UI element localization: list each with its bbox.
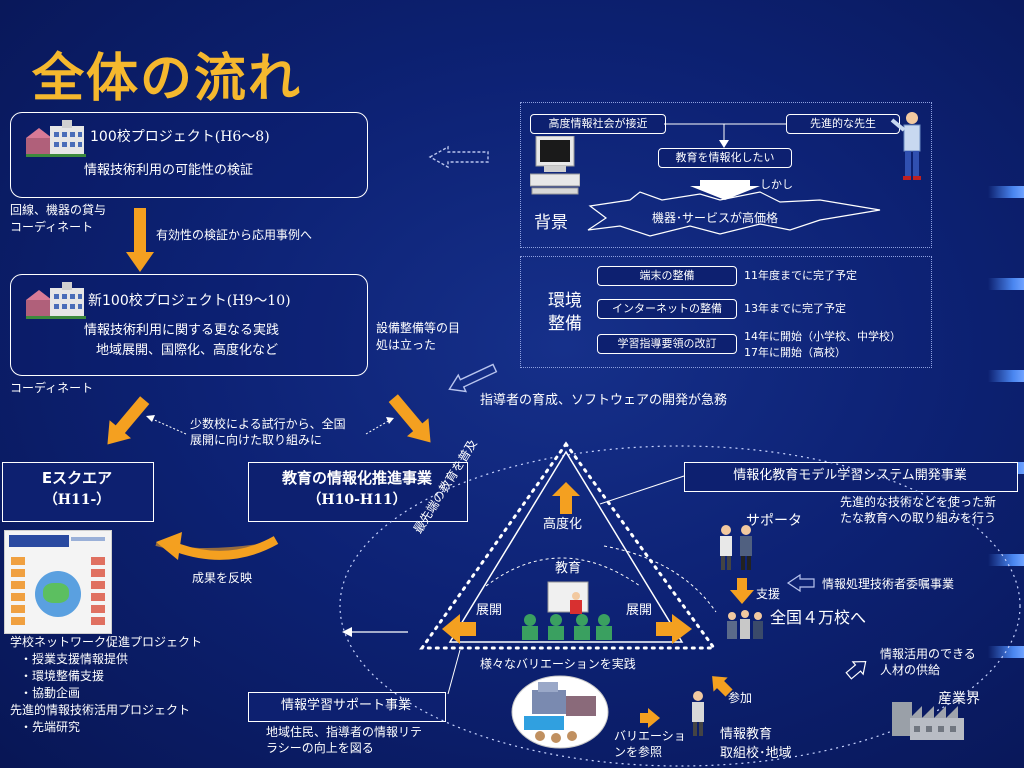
supporters-icon [720,525,752,570]
project-new100-desc-1: 情報技術利用に関する更なる実践 [84,323,280,338]
esquare-box [2,462,154,522]
learning-support-desc-2: ラシーの向上を図る [266,741,374,755]
classroom-icon [522,581,612,640]
bg-teacher-pill: 先進的な先生 [786,114,900,134]
triangle-top-label: 高度化 [543,517,583,532]
note-equipment-2: 処は立った [376,338,437,352]
environment-panel [520,256,932,368]
learning-support-name: 情報学習サポート事業 [280,698,411,713]
esquare-list-3: ・協動企画 [20,686,81,700]
bg-burst-text: 機器･サービスが高価格 [652,211,779,225]
decor-stripe [988,278,1024,290]
urgent-note: 指導者の育成、ソフトウェアの開発が急務 [480,393,728,408]
env-status-curriculum-2: 17年に開始（高校） [744,346,846,359]
computer-icon [530,136,580,195]
school-building-icon [26,282,86,319]
hollow-supply-arrow [845,660,867,680]
arrow1-label: 有効性の検証から応用事例へ [156,228,313,242]
project-100-desc: 情報技術利用の可能性の検証 [84,163,254,178]
note-lending-coordinate: コーディネート [10,220,94,234]
learning-support-desc-1: 地域住民、指導者の情報リテ [266,725,423,739]
note-coordinate: コーディネート [10,381,94,395]
background-panel [520,102,932,248]
school-building-icon [26,120,86,157]
esquare-list-2: ・環境整備支援 [20,669,105,683]
orange-diag-arrow-right [388,394,431,443]
triangle-right-label: 展開 [626,603,653,618]
triangle-left-label: 展開 [476,603,503,618]
teacher-figure-icon [890,112,921,180]
it-schools-label-2: 取組校･地域 [720,746,792,761]
promotion-name: 教育の情報化推進事業 [281,469,432,487]
project-new100-name: 新100校プロジェクト(H9～10) [88,293,291,309]
env-item-curriculum: 学習指導要領の改訂 [597,334,737,354]
supply-label-2: 人材の供給 [880,663,941,677]
person-icon [692,691,704,736]
triangle-up-arrow [552,482,580,514]
project-new100-desc-2: 地域展開、国際化、高度化など [96,343,279,358]
page-title: 全体の流れ [32,49,303,109]
orange-down-arrow [126,208,154,272]
variation-label-1: バリエーショ [614,729,686,743]
esquare-name: Eスクエア [41,469,113,487]
esquare-website-image [4,530,112,634]
bg-center-pill: 教育を情報化したい [658,148,792,168]
env-status-curriculum-1: 14年に開始（小学校、中学校） [744,330,901,343]
support-label: 支援 [756,587,781,601]
model-project-desc-1: 先進的な技術などを使った新 [840,495,997,509]
triangle-left-arrow [442,614,476,644]
triangle-center-label: 教育 [555,561,582,576]
esquare-list-4: 先進的情報技術活用プロジェクト [10,703,191,717]
variation-label-2: ンを参照 [614,745,663,759]
decor-stripe [988,646,1024,658]
nationwide-label: 全国４万校へ [770,608,867,627]
model-project-desc-2: たな教育への取り組みを行う [840,511,997,525]
triangle-right-arrow [656,614,692,644]
env-status-terminals: 11年度までに完了予定 [744,269,857,282]
env-label-1: 環境 [548,291,582,311]
note-lending: 回線、機器の貸与 [10,203,107,217]
bg-label: 背景 [534,213,568,233]
esquare-list-1: ・授業支援情報提供 [20,652,129,666]
bg-society-pill: 高度情報社会が接近 [530,114,666,134]
hollow-left-arrow-small [786,573,815,593]
orange-diag-arrow-left [107,396,150,445]
esquare-period: （H11-） [43,492,111,508]
triangle-bottom-label: 様々なバリエーションを実践 [480,657,636,671]
feedback-label: 成果を反映 [192,571,253,585]
model-project-name: 情報化教育モデル学習システム開発事業 [733,468,967,483]
env-label-2: 整備 [548,314,582,334]
feedback-arrow [155,532,279,560]
trial-note-2: 展開に向けた取り組みに [190,433,323,447]
decor-stripe [988,370,1024,382]
note-equipment-1: 設備整備等の目 [376,321,461,335]
decor-stripe [988,554,1024,566]
esquare-list-0: 学校ネットワーク促進プロジェクト [10,635,203,649]
supporter-label: サポータ [746,513,802,529]
env-item-terminals: 端末の整備 [597,266,737,286]
bg-however: しかし [760,178,793,191]
supply-label-1: 情報活用のできる [880,647,976,661]
participate-label: 参加 [728,691,753,705]
trial-note-1: 少数校による試行から、全国 [190,417,346,431]
people-group-icon [727,610,763,639]
industry-label: 産業界 [938,691,980,707]
school-campus-icon [524,682,596,743]
esquare-list-5: ・先端研究 [20,720,81,734]
project-100-name: 100校プロジェクト(H6～8) [90,129,270,145]
commission-label: 情報処理技術者委嘱事業 [822,577,955,591]
env-status-internet: 13年までに完了予定 [744,302,846,315]
env-item-internet: インターネットの整備 [597,299,737,319]
hollow-left-arrow [428,145,489,169]
decor-stripe [988,186,1024,198]
it-schools-label-1: 情報教育 [720,727,773,742]
